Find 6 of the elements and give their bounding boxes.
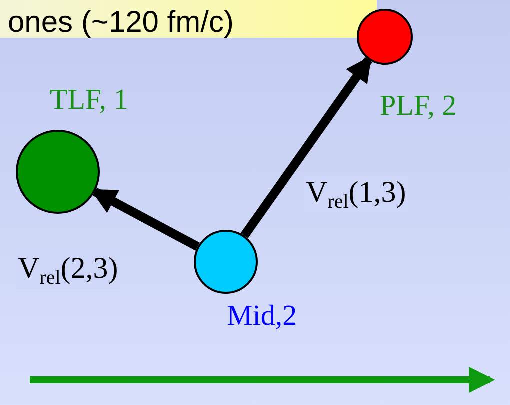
particle-label: Mid,2 (227, 302, 298, 331)
particle-label: TLF, 1 (50, 86, 128, 115)
note-banner: ones (~120 fm/c) (0, 0, 377, 38)
velocity-arrow (90, 188, 200, 251)
velocity-arrow (240, 56, 373, 238)
particle-label: PLF, 2 (380, 92, 457, 121)
